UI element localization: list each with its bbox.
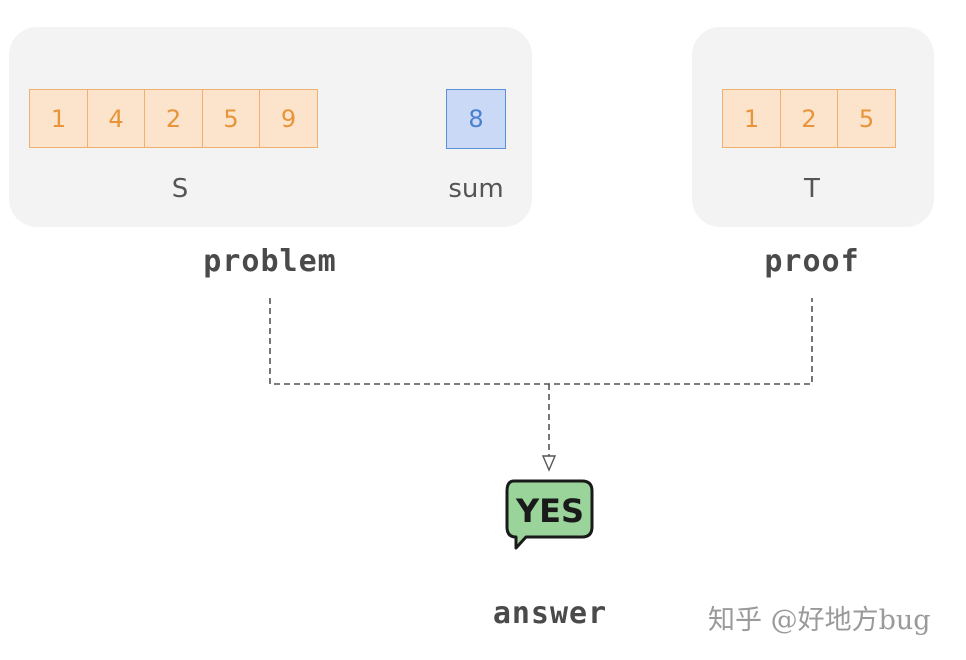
subset-t-array: 1 2 5 [722,89,896,148]
yes-badge-text: YES [515,492,584,530]
subset-t-cell: 5 [837,89,896,148]
proof-caption: proof [764,244,860,279]
speech-bubble-icon: YES [505,479,594,550]
set-s-cell: 9 [259,89,318,148]
answer-caption: answer [492,596,608,631]
set-s-array: 1 4 2 5 9 [29,89,318,148]
sum-cell: 8 [446,89,506,149]
subset-t-label: T [804,174,820,204]
set-s-cell: 2 [144,89,203,148]
problem-caption: problem [203,244,337,279]
set-s-cell: 1 [29,89,88,148]
sum-label: sum [448,174,504,204]
set-s-label: S [171,174,189,204]
watermark: 知乎 @好地方bug [708,605,931,636]
merge-connector [269,298,813,385]
arrowhead-icon [541,455,557,472]
subset-t-cell: 1 [722,89,781,148]
